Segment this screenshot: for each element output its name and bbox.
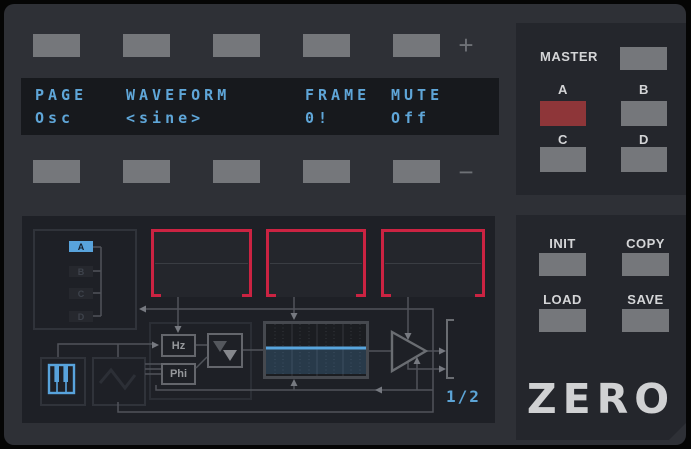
soft-button-bottom-3[interactable]	[213, 160, 260, 183]
lcd-value: 0!	[305, 109, 332, 127]
copy-button[interactable]	[622, 253, 669, 276]
part-selector-c[interactable]: C	[69, 288, 93, 299]
phase-block-label: Phi	[169, 368, 188, 380]
init-button[interactable]	[539, 253, 586, 276]
increment-button[interactable]: +	[458, 29, 474, 60]
lcd-label: MUTE	[391, 86, 444, 104]
waveform-scope-2[interactable]	[266, 229, 366, 297]
triangle-wave-icon	[98, 367, 137, 391]
soft-button-top-2[interactable]	[123, 34, 170, 57]
lcd-label: WAVEFORM	[126, 86, 231, 104]
master-panel: MASTER A B C D	[516, 23, 686, 195]
lcd-value: <sine>	[126, 109, 205, 127]
page-indicator[interactable]: 1/2	[446, 387, 481, 406]
copy-label: COPY	[626, 236, 665, 251]
file-panel: INIT COPY LOAD SAVE ZERO	[516, 215, 686, 440]
slot-c-label: C	[558, 132, 568, 147]
soft-button-top-3[interactable]	[213, 34, 260, 57]
lcd-value: Osc	[35, 109, 75, 127]
save-button[interactable]	[622, 309, 669, 332]
zero-logo: ZERO	[526, 375, 676, 423]
wavetable-graph	[266, 324, 366, 376]
soft-button-top-1[interactable]	[33, 34, 80, 57]
init-label: INIT	[549, 236, 576, 251]
save-label: SAVE	[627, 292, 664, 307]
part-selector-b[interactable]: B	[69, 266, 93, 277]
lcd-label: PAGE	[35, 86, 88, 104]
slot-d-label: D	[639, 132, 649, 147]
signal-flow-diagram: A B C D Hz Phi	[22, 216, 495, 423]
keyboard-icon	[47, 363, 76, 395]
part-selector-d[interactable]: D	[69, 311, 93, 322]
load-label: LOAD	[543, 292, 582, 307]
part-selector-a[interactable]: A	[69, 241, 93, 252]
wavetable-box[interactable]	[263, 321, 369, 379]
keyboard-box[interactable]	[40, 357, 86, 406]
part-selector-box	[33, 229, 137, 330]
slot-c-button[interactable]	[540, 147, 586, 172]
slot-d-button[interactable]	[621, 147, 667, 172]
decrement-button[interactable]: −	[458, 156, 474, 187]
soft-button-top-5[interactable]	[393, 34, 440, 57]
lcd-value: Off	[391, 109, 431, 127]
wave-box[interactable]	[92, 357, 146, 406]
soft-button-bottom-5[interactable]	[393, 160, 440, 183]
slot-a-label: A	[558, 82, 568, 97]
soft-button-bottom-1[interactable]	[33, 160, 80, 183]
slot-b-button[interactable]	[621, 101, 667, 126]
master-button[interactable]	[620, 47, 667, 70]
slot-b-label: B	[639, 82, 649, 97]
mod-block	[207, 333, 243, 368]
mod-icon	[213, 341, 237, 361]
lcd-display: PAGE Osc WAVEFORM <sine> FRAME 0! MUTE O…	[21, 78, 499, 135]
freq-block: Hz	[161, 334, 196, 357]
slot-a-button[interactable]	[540, 101, 586, 126]
master-label: MASTER	[540, 49, 598, 64]
phase-block: Phi	[161, 363, 196, 385]
soft-button-bottom-4[interactable]	[303, 160, 350, 183]
soft-button-bottom-2[interactable]	[123, 160, 170, 183]
freq-block-label: Hz	[171, 339, 186, 352]
waveform-scope-3[interactable]	[381, 229, 485, 297]
lcd-label: FRAME	[305, 86, 371, 104]
load-button[interactable]	[539, 309, 586, 332]
waveform-scope-1[interactable]	[151, 229, 252, 297]
soft-button-top-4[interactable]	[303, 34, 350, 57]
